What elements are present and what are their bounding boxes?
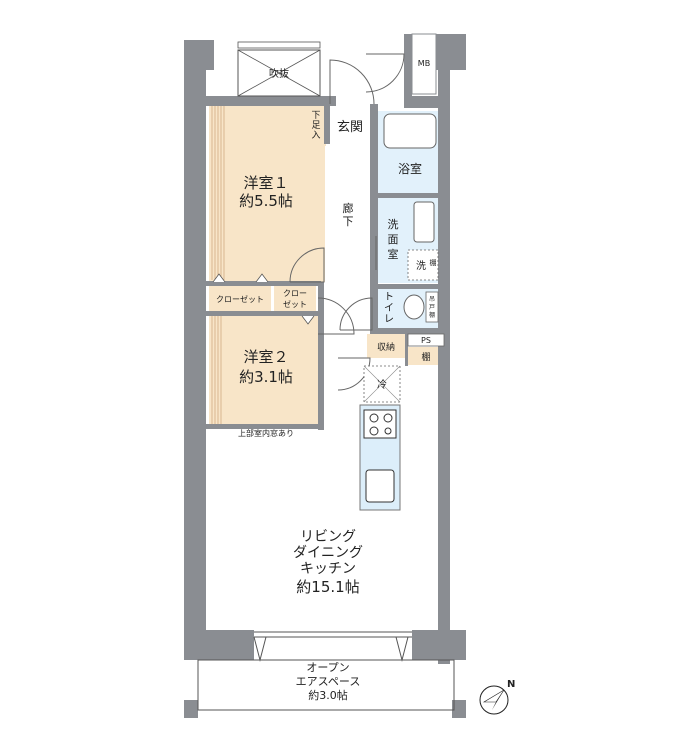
- compass-north-letter: N: [507, 679, 515, 690]
- shoe-box-char-3: 入: [311, 130, 320, 141]
- entrance-label: 玄関: [337, 120, 363, 135]
- balcony: [197, 631, 455, 711]
- western-room-1-size: 約5.5帖: [239, 192, 293, 210]
- ldk-line-1: リビング: [300, 529, 356, 545]
- wash-basin: [413, 201, 435, 243]
- closet-2-floor: [274, 285, 316, 311]
- washer-space: [407, 249, 439, 281]
- void-label: 吹抜: [269, 67, 289, 80]
- storage-floor: [367, 334, 405, 358]
- closet-door-marks: [212, 273, 315, 325]
- fridge-space: [363, 365, 401, 403]
- western-room-1-name: 洋室１: [243, 174, 288, 192]
- stove: [363, 409, 397, 439]
- washroom-shelf-label: 棚: [430, 258, 437, 267]
- door-swings: [289, 53, 405, 391]
- toilet-shelf-char-1: 吊: [429, 296, 435, 303]
- closet-1-label: クローゼット: [216, 294, 264, 304]
- closet-2-line-1: クロー: [283, 289, 307, 298]
- washroom-char-1: 洗: [388, 218, 399, 231]
- bathtub: [383, 113, 437, 149]
- toilet-char-3: レ: [384, 314, 394, 325]
- western-room-2-floor: [209, 314, 319, 426]
- north-compass: N: [479, 679, 515, 715]
- ps-label: PS: [421, 336, 431, 345]
- toilet-fixture: [403, 291, 439, 323]
- ldk-size: 約15.1帖: [296, 578, 359, 596]
- closet-2-line-2: ゼット: [283, 299, 307, 309]
- shelf-label: 棚: [421, 351, 430, 363]
- ps-box: [407, 333, 445, 347]
- closet-1-floor: [209, 285, 271, 311]
- shoe-box-floor: [306, 104, 326, 146]
- kitchen-sink: [365, 469, 395, 503]
- washer-label: 洗: [416, 260, 426, 272]
- open-air-line-2: エアスペース: [296, 675, 361, 688]
- storage-label: 収納: [377, 341, 395, 353]
- washroom-char-2: 面: [388, 233, 399, 246]
- toilet-char-1: ト: [384, 292, 394, 303]
- void-area: [237, 41, 321, 97]
- western-room-2-hatch: [211, 316, 222, 424]
- upper-window-note: 上部室内窓あり: [238, 428, 294, 438]
- mb-label: MB: [418, 59, 430, 68]
- bathroom-label: 浴室: [398, 161, 422, 176]
- shoe-box-char-2: 足: [311, 120, 320, 131]
- toilet-shelf-char-2: 戸: [429, 304, 435, 311]
- ldk-line-2: ダイニング: [293, 545, 363, 561]
- western-room-1-floor: [209, 104, 325, 282]
- open-air-line-1: オープン: [306, 661, 349, 674]
- walls: [184, 33, 466, 718]
- western-room-2-name: 洋室２: [243, 348, 288, 366]
- toilet-char-2: イ: [384, 303, 394, 314]
- hallway-char-1: 廊: [343, 201, 354, 215]
- western-room-1-hatch: [211, 106, 225, 280]
- western-room-2-size: 約3.1帖: [239, 368, 293, 386]
- washroom-char-3: 室: [388, 247, 399, 261]
- hallway-char-2: 下: [343, 215, 354, 228]
- ldk-line-3: キッチン: [300, 561, 356, 577]
- open-air-size: 約3.0帖: [308, 688, 348, 702]
- fridge-label: 冷: [377, 378, 387, 391]
- shoe-box-char-1: 下: [311, 111, 320, 121]
- toilet-shelf-char-3: 棚: [429, 311, 435, 319]
- shelf-floor: [408, 347, 444, 365]
